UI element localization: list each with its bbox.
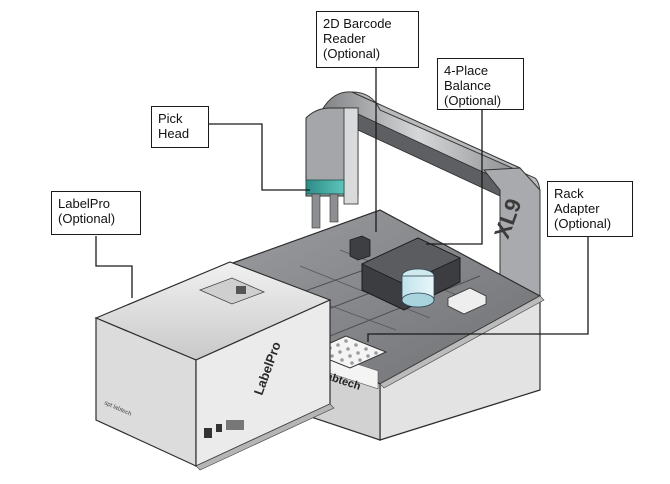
callout-labelpro: LabelPro (Optional)	[51, 191, 141, 235]
callout-pick-head-line-1: Pick	[158, 111, 183, 126]
leader-labelpro	[95, 236, 133, 298]
leader-balance	[426, 108, 483, 245]
deck-block	[447, 287, 487, 315]
callout-pick-head-line-2: Head	[158, 126, 190, 141]
callout-labelpro-line-2: (Optional)	[58, 211, 116, 226]
callout-balance: 4-Place Balance (Optional)	[437, 58, 524, 110]
callout-rack-line-3: (Optional)	[554, 216, 612, 231]
callout-labelpro-line-1: LabelPro	[58, 196, 111, 211]
pick-head	[305, 107, 359, 229]
barcode-reader	[349, 235, 371, 261]
callout-rack-line-1: Rack	[554, 186, 584, 201]
callout-barcode-line-3: (Optional)	[323, 46, 381, 61]
callout-rack-line-2: Adapter	[554, 201, 600, 216]
leader-lines	[95, 66, 589, 342]
callout-pick-head: Pick Head	[151, 106, 209, 148]
callout-balance-line-2: Balance	[444, 78, 491, 93]
callout-balance-line-1: 4-Place	[444, 63, 489, 78]
callout-barcode-line-2: Reader	[323, 31, 366, 46]
balance	[361, 237, 461, 311]
labelpro-module	[94, 261, 335, 471]
callout-rack-adapter: Rack Adapter (Optional)	[547, 181, 633, 237]
gantry-arch	[317, 91, 541, 307]
leader-rack	[367, 236, 589, 342]
callout-barcode-reader: 2D Barcode Reader (Optional)	[316, 11, 419, 68]
callout-balance-line-3: (Optional)	[444, 93, 502, 108]
leader-pick-head	[208, 123, 310, 191]
callout-barcode-line-1: 2D Barcode	[323, 16, 392, 31]
